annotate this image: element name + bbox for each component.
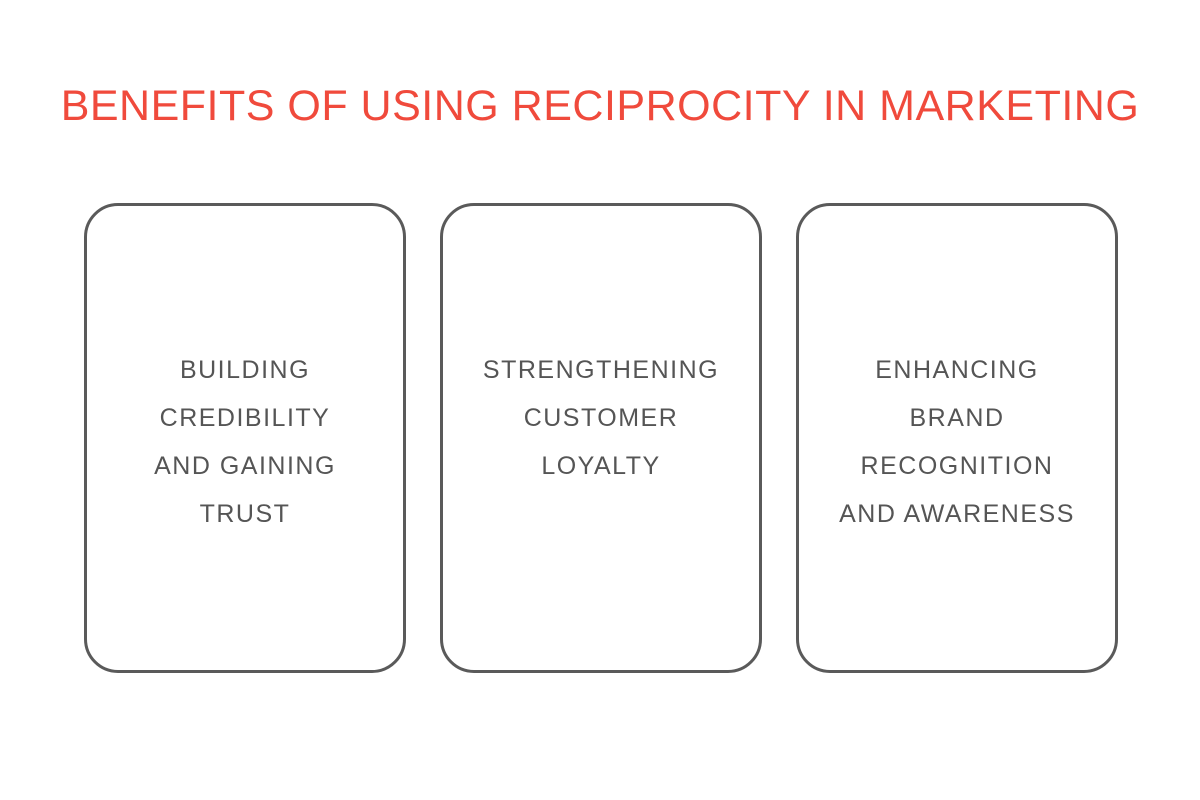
benefit-card-label: STRENGTHENING CUSTOMER LOYALTY xyxy=(482,356,720,480)
benefit-card-brand: ENHANCING BRAND RECOGNITION AND AWARENES… xyxy=(796,203,1118,673)
benefit-card-label: BUILDING CREDIBILITY AND GAINING TRUST xyxy=(154,356,336,528)
benefit-card-label: ENHANCING BRAND RECOGNITION AND AWARENES… xyxy=(839,356,1075,528)
benefit-card-loyalty: STRENGTHENING CUSTOMER LOYALTY xyxy=(440,203,762,673)
benefit-cards: BUILDING CREDIBILITY AND GAINING TRUST S… xyxy=(0,203,1200,673)
page-title: BENEFITS OF USING RECIPROCITY IN MARKETI… xyxy=(60,82,1140,130)
benefit-card-credibility: BUILDING CREDIBILITY AND GAINING TRUST xyxy=(84,203,406,673)
